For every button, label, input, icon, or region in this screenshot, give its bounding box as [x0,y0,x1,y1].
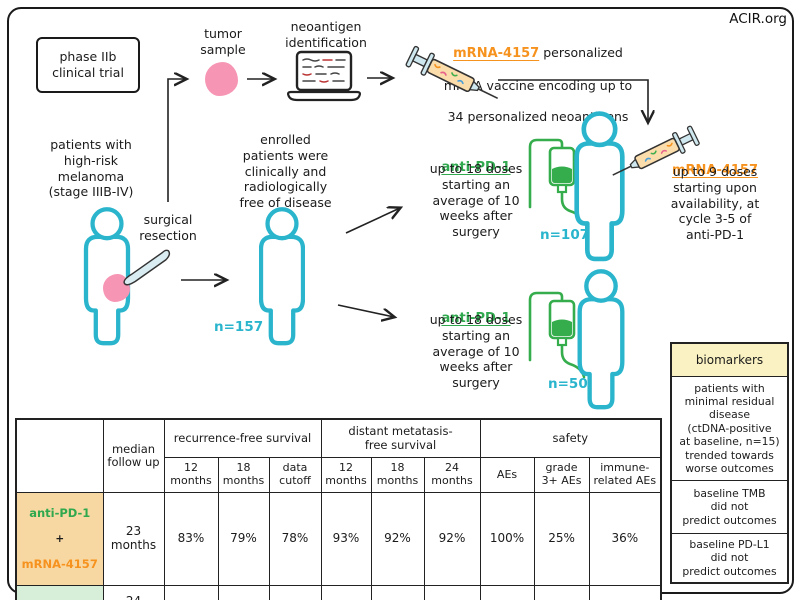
col-header: AEs [479,457,535,493]
n-enrolled: n=157 [214,319,264,335]
table-cell: 78% [268,491,322,587]
neoantigen-label: neoantigen identification [285,19,367,50]
arm2-n: n=50 [548,376,588,392]
table-cell: 25% [533,491,590,587]
row-label-anti-pd1: anti-PD-1 [15,585,104,600]
results-table: median follow up recurrence-free surviva… [15,418,663,600]
table-cell: 60% [268,585,322,600]
phase-label: phase IIb clinical trial [52,49,124,80]
arm1-desc: up to 18 doses starting an average of 10… [429,161,523,239]
group-header-recurrence-free-survival: recurrence-free survival [163,418,322,458]
col-header: 18 months [370,457,425,493]
table-cell: 73% [423,585,481,600]
table-cell: 100% [479,491,535,587]
scalpel-icon [123,249,171,286]
table-cell: 36% [588,585,662,600]
laptop-icon [286,50,362,102]
person-icon [259,207,305,346]
col-header: 18 months [217,457,270,493]
table-cell: 93% [320,491,372,587]
person-icon [577,269,625,410]
enrolled-label: enrolled patients were clinically and ra… [239,132,332,210]
vaccine-line1-rest: personalized [543,44,623,60]
biomarkers-item-ctdna: patients with minimal residual disease (… [672,377,787,481]
tumor-sample-label: tumor sample [200,26,246,57]
arm1-drug: anti-PD-1 [441,159,511,175]
table-cell: 36% [588,491,662,587]
patients-label: patients with high-risk melanoma (stage … [48,137,134,200]
col-header-median-follow-up: median follow up [102,418,165,493]
arm1-n: n=107 [540,227,590,243]
table-cell: 18% [533,585,590,600]
col-header: immune- related AEs [588,457,662,493]
arm1-vaccine-drug: mRNA-4157 [671,162,759,178]
arm2-drug: anti-PD-1 [441,310,511,326]
col-header: data cutoff [268,457,322,493]
phase-box: phase IIb clinical trial [36,37,140,93]
tumor-blob-icon [205,62,238,96]
table-cell: 92% [370,491,425,587]
group-header-safety: safety [479,418,662,458]
table-cell: 92% [423,491,481,587]
table-cell: 24 months [102,585,165,600]
person-icon [574,111,625,262]
table-cell: 79% [217,491,270,587]
vaccine-drug-name: mRNA-4157 [453,45,540,61]
arm2-desc: up to 18 doses starting an average of 10… [429,312,523,390]
table-cell: 89% [320,585,372,600]
table-cell: 77% [163,585,219,600]
surgical-resection-label: surgical resection [139,212,197,243]
biomarkers-box: biomarkers patients with minimal residua… [670,342,789,584]
col-header: grade 3+ AEs [533,457,590,493]
biomarkers-item-tmb: baseline TMB did not predict outcomes [672,481,787,534]
group-header-distant-metastasis-free-survival: distant metatasis- free survival [320,418,481,458]
col-header: 12 months [163,457,219,493]
arm1-vaccine-desc: up to 9 doses starting upon availability… [670,164,760,242]
table-corner-cell [15,418,104,493]
table-cell: 83% [479,585,535,600]
table-cell: 83% [163,491,219,587]
col-header: 24 months [423,457,481,493]
biomarkers-item-pdl1: baseline PD-L1 did not predict outcomes [682,537,777,578]
site-credit: ACIR.org [729,11,787,27]
col-header: 12 months [320,457,372,493]
table-cell: 77% [370,585,425,600]
syringe-icon [405,45,499,100]
syringe-icon [612,125,700,176]
biomarkers-title: biomarkers [672,344,787,377]
table-cell: 23 months [102,491,165,587]
table-cell: 62% [217,585,270,600]
row-label-combo: anti-PD-1 + mRNA-4157 [15,491,104,587]
iv-bag-icon [528,138,586,226]
